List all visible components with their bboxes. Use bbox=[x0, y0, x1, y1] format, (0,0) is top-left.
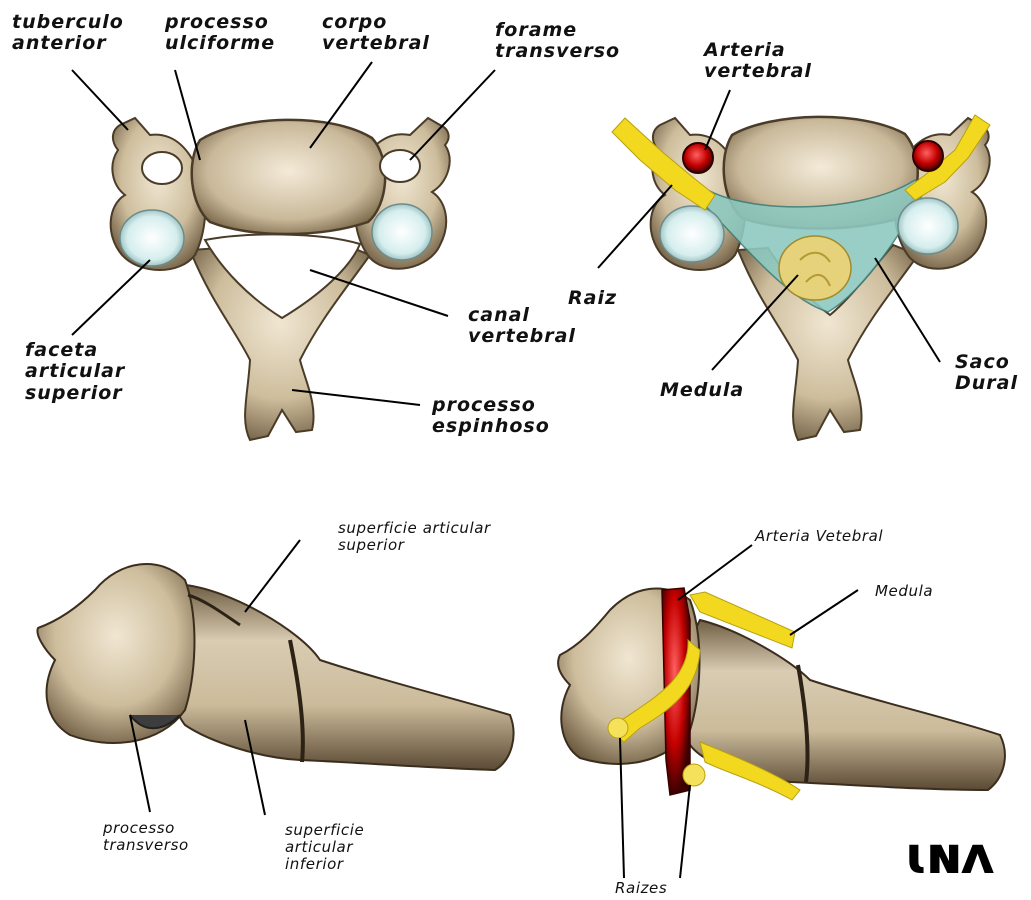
label-corpo-vertebral: corpo vertebral bbox=[322, 12, 430, 55]
label-saco-dural: Saco Dural bbox=[955, 352, 1018, 395]
leader-superficie-superior bbox=[245, 540, 300, 612]
label-canal-vertebral: canal vertebral bbox=[468, 305, 576, 348]
label-forame-transverso: forame transverso bbox=[495, 20, 620, 63]
label-processo-ulciforme: processo ulciforme bbox=[165, 12, 275, 55]
vertebra-top-left bbox=[111, 118, 450, 440]
label-tuberculo-anterior: tuberculo anterior bbox=[12, 12, 124, 55]
leader-saco-dural bbox=[875, 258, 940, 362]
leader-faceta-articular bbox=[72, 260, 150, 335]
label-faceta-articular-superior: faceta articular superior bbox=[25, 340, 125, 404]
label-raiz: Raiz bbox=[568, 288, 617, 309]
leader-arteria-side bbox=[678, 545, 752, 600]
leader-tuberculo-anterior bbox=[72, 70, 128, 130]
leader-raizes-right bbox=[680, 785, 690, 878]
label-medula-top: Medula bbox=[660, 380, 744, 401]
vertebra-bottom-left bbox=[37, 564, 513, 770]
vertebra-bottom-right bbox=[558, 588, 1005, 800]
label-medula-side: Medula bbox=[875, 583, 933, 600]
label-arteria-vetebral-side: Arteria Vetebral bbox=[755, 528, 883, 545]
label-superficie-articular-superior: superficie articular superior bbox=[338, 520, 491, 554]
label-processo-transverso: processo transverso bbox=[103, 820, 189, 854]
label-processo-espinhoso: processo espinhoso bbox=[432, 395, 550, 438]
label-superficie-articular-inferior: superficie articular inferior bbox=[285, 822, 364, 872]
leader-medula-side bbox=[790, 590, 858, 635]
artist-signature: ɩɴʌ bbox=[905, 826, 993, 886]
label-raizes: Raizes bbox=[615, 880, 667, 897]
label-arteria-vertebral: Arteria vertebral bbox=[704, 40, 812, 83]
leader-forame-transverso bbox=[410, 70, 495, 160]
